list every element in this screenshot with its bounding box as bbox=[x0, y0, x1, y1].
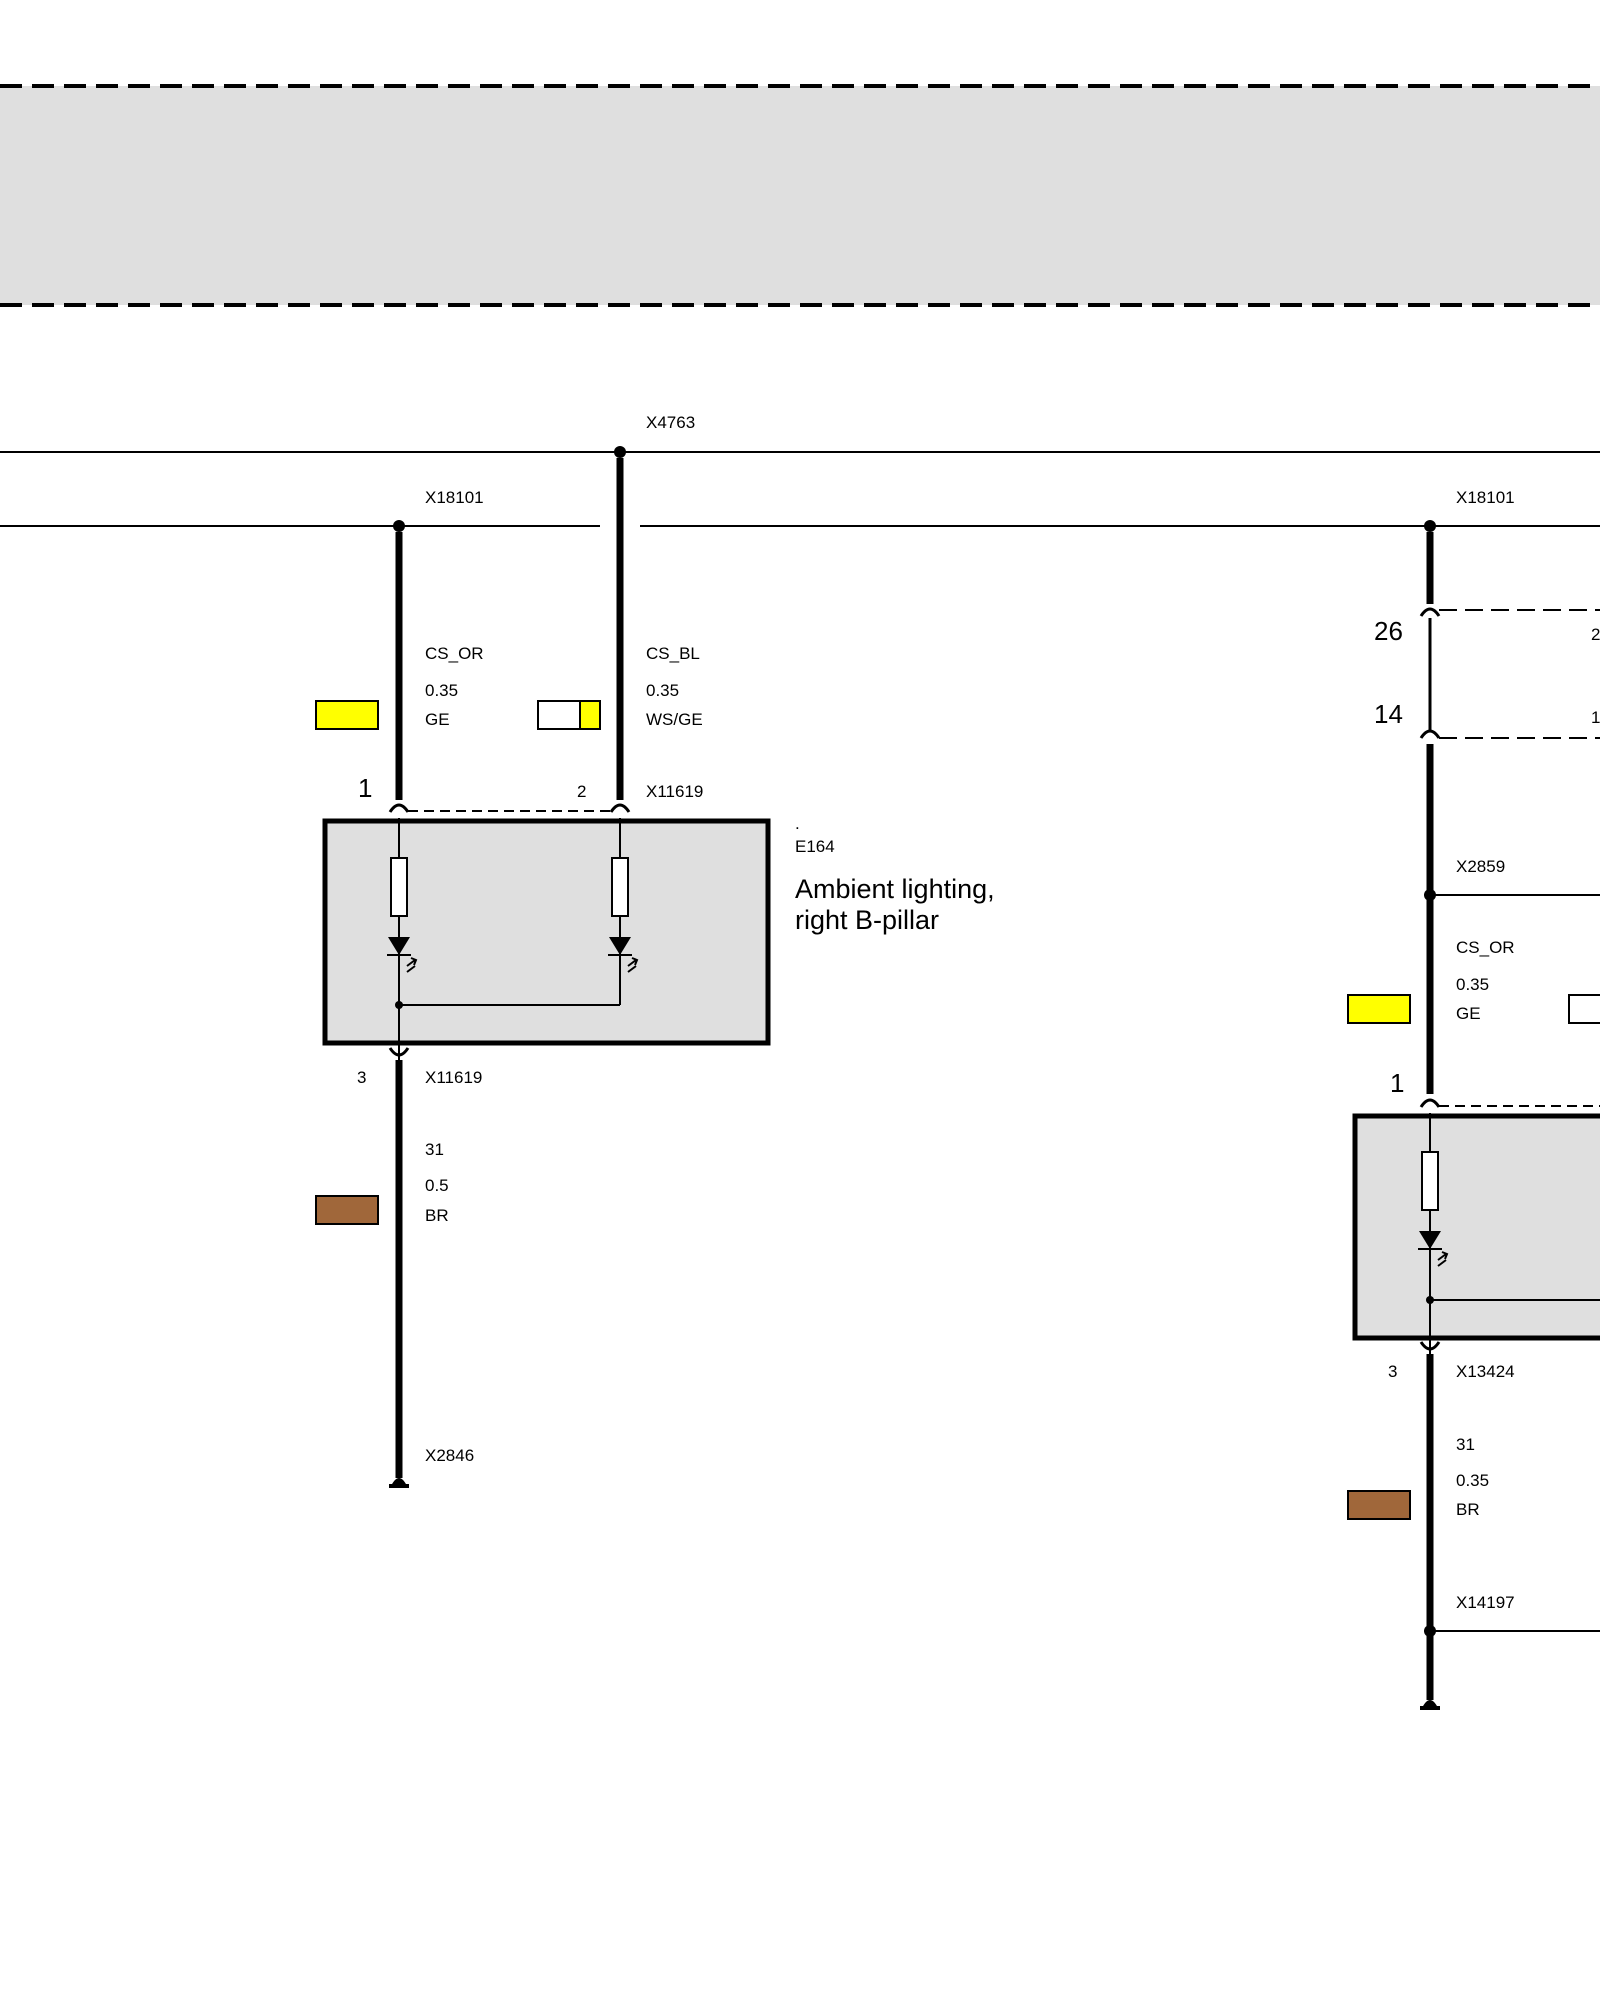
wire-color-right-ground: BR bbox=[1456, 1500, 1480, 1519]
wire-swatch-brown-right bbox=[1347, 1490, 1411, 1520]
right-branch: 26 14 2 1 X2859 CS_OR 0.35 GE 1 bbox=[1347, 532, 1600, 1710]
wire-color-left-cs-bl: WS/GE bbox=[646, 710, 703, 729]
connector-label-x11619-top: X11619 bbox=[646, 782, 703, 801]
top-band bbox=[0, 84, 1600, 307]
wire-signal-right-ground: 31 bbox=[1456, 1435, 1475, 1454]
component-id-e164: E164 bbox=[795, 837, 835, 856]
led-circuit-left bbox=[387, 818, 639, 1066]
wire-swatch-white-yellow-left bbox=[537, 700, 601, 730]
component-name-line1: Ambient lighting, bbox=[795, 874, 995, 904]
component-e164-box bbox=[322, 818, 771, 1046]
led-light-rays-left-2 bbox=[627, 957, 639, 973]
connector-label-x18101-left: X18101 bbox=[425, 488, 484, 507]
resistor-right-1 bbox=[1421, 1151, 1439, 1211]
connector-label-x11619-bottom: X11619 bbox=[425, 1068, 482, 1087]
pin-number-right-cut-bottom: 1 bbox=[1591, 708, 1600, 727]
wire-signal-left-cs-bl: CS_BL bbox=[646, 644, 700, 663]
wire-gauge-left-cs-or: 0.35 bbox=[425, 681, 458, 700]
junction-x18101-right bbox=[1424, 520, 1436, 532]
led-light-rays-right-1 bbox=[1437, 1251, 1449, 1267]
wire-gauge-left-ground: 0.5 bbox=[425, 1176, 449, 1195]
wire-swatch-brown-left bbox=[315, 1195, 379, 1225]
pin-hook-right-3 bbox=[1419, 1341, 1441, 1351]
wire-swatch-white-right-cut bbox=[1568, 994, 1600, 1024]
pin-hook-left-3 bbox=[388, 1047, 410, 1057]
wire-swatch-yellow-left bbox=[315, 700, 379, 730]
led-diode-right-1 bbox=[1419, 1231, 1441, 1249]
wire-gauge-left-cs-bl: 0.35 bbox=[646, 681, 679, 700]
resistor-left-2 bbox=[611, 857, 629, 917]
resistor-left-1 bbox=[390, 857, 408, 917]
pin-number-right-1: 1 bbox=[1390, 1068, 1404, 1098]
pin-hook-right-14 bbox=[1419, 729, 1441, 739]
led-light-rays-left-1 bbox=[406, 957, 418, 973]
component-dot: . bbox=[795, 814, 800, 833]
top-band-fill bbox=[0, 86, 1600, 305]
led-diode-left-2 bbox=[609, 937, 631, 955]
pin-number-right-3: 3 bbox=[1388, 1362, 1397, 1381]
pin-number-left-3: 3 bbox=[357, 1068, 366, 1087]
wire-color-left-cs-or: GE bbox=[425, 710, 450, 729]
connector-label-x18101-right: X18101 bbox=[1456, 488, 1515, 507]
connector-label-x2859: X2859 bbox=[1456, 857, 1505, 876]
led-circuit-right bbox=[1418, 1113, 1600, 1358]
pin-number-right-26: 26 bbox=[1374, 616, 1403, 646]
connector-label-x14197: X14197 bbox=[1456, 1593, 1515, 1612]
connector-label-x13424: X13424 bbox=[1456, 1362, 1515, 1381]
pin-number-right-14: 14 bbox=[1374, 699, 1403, 729]
wire-color-left-ground: BR bbox=[425, 1206, 449, 1225]
pin-hook-right-1 bbox=[1419, 1098, 1441, 1108]
wire-signal-left-ground: 31 bbox=[425, 1140, 444, 1159]
connector-label-x4763: X4763 bbox=[646, 413, 695, 432]
wire-color-right-cs-or: GE bbox=[1456, 1004, 1481, 1023]
left-branch: CS_OR 0.35 GE CS_BL 0.35 WS/GE 1 2 X1161… bbox=[315, 458, 995, 1488]
component-name-line2: right B-pillar bbox=[795, 905, 939, 935]
pin-number-left-2: 2 bbox=[577, 782, 586, 801]
led-diode-left-1 bbox=[388, 937, 410, 955]
component-right-box bbox=[1352, 1113, 1600, 1341]
pin-hook-right-26 bbox=[1419, 607, 1441, 617]
junction-x18101-left bbox=[393, 520, 405, 532]
junction-x4763 bbox=[614, 446, 626, 458]
pin-hook-left-2 bbox=[609, 803, 631, 813]
pin-hook-left-1 bbox=[388, 803, 410, 813]
pin-number-left-1: 1 bbox=[358, 773, 372, 803]
pin-number-right-cut-top: 2 bbox=[1591, 625, 1600, 644]
connector-label-x2846: X2846 bbox=[425, 1446, 474, 1465]
wire-signal-right-cs-or: CS_OR bbox=[1456, 938, 1515, 957]
wire-signal-left-cs-or: CS_OR bbox=[425, 644, 484, 663]
wire-swatch-yellow-right bbox=[1347, 994, 1411, 1024]
wire-gauge-right-ground: 0.35 bbox=[1456, 1471, 1489, 1490]
wire-gauge-right-cs-or: 0.35 bbox=[1456, 975, 1489, 994]
